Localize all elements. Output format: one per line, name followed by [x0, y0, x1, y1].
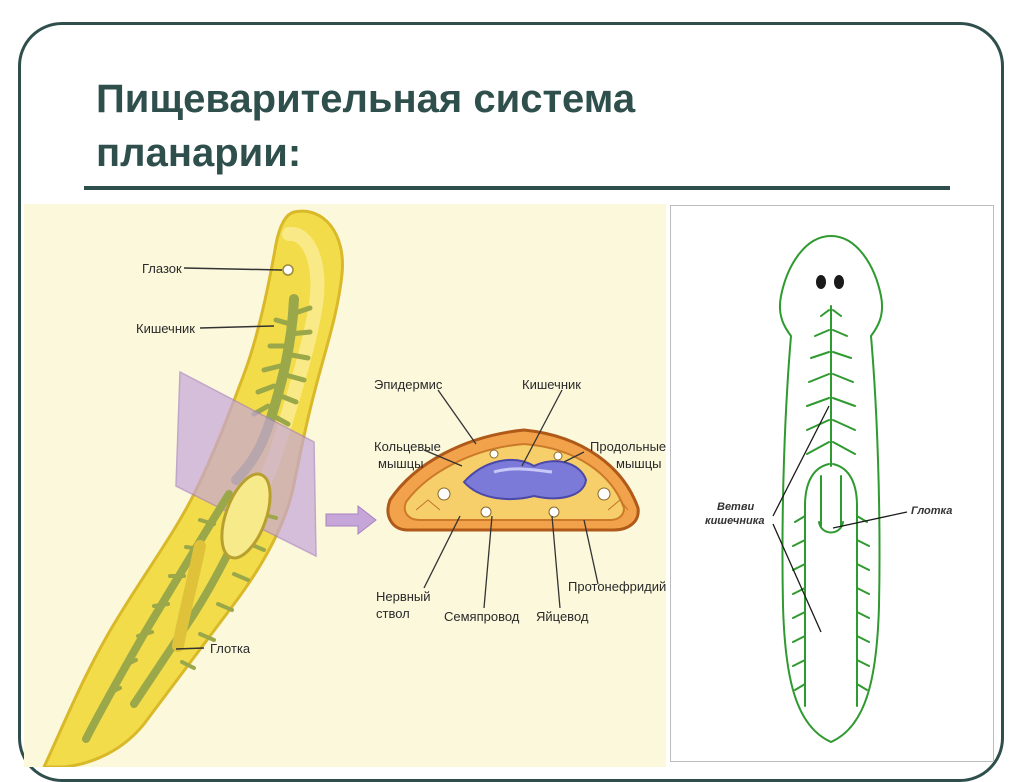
label-circular-muscles-1: Кольцевые — [374, 439, 441, 454]
label-intestine-section: Кишечник — [522, 377, 581, 392]
planarian-body-illustration — [42, 209, 640, 767]
outline-gut-branches — [792, 305, 870, 707]
section-gut — [462, 459, 588, 501]
outline-eye-right — [834, 275, 844, 289]
title-line-2: планарии: — [96, 131, 302, 175]
label-longitudinal-muscles-2: мышцы — [616, 456, 662, 471]
label-nerve-cord-1: Нервный — [376, 589, 431, 604]
planarian-gut-outline-diagram: Ветви кишечника Глотка — [670, 205, 994, 762]
pharynx-pocket — [220, 472, 272, 560]
planarian-body-diagram: Глазок Кишечник Глотка Эпидермис Кишечни… — [24, 204, 666, 767]
cross-section-illustration — [386, 428, 640, 532]
label-pharynx-body: Глотка — [210, 641, 251, 656]
label-vas-deferens: Семяпровод — [444, 609, 520, 624]
label-longitudinal-muscles-1: Продольные — [590, 439, 666, 454]
label-oviduct: Яйцевод — [536, 609, 589, 624]
label-gut-branches-1: Ветви — [717, 501, 755, 513]
cutting-plane — [175, 370, 317, 558]
label-eye: Глазок — [142, 261, 182, 276]
label-pharynx-outline: Глотка — [911, 505, 953, 517]
planarian-body — [42, 209, 344, 767]
title-line-1: Пищеварительная система — [96, 77, 636, 121]
label-intestine-body: Кишечник — [136, 321, 195, 336]
label-circular-muscles-2: мышцы — [378, 456, 424, 471]
outline-eye-left — [816, 275, 826, 289]
label-protonephridium: Протонефридий — [568, 579, 666, 594]
pharynx-tube — [172, 540, 206, 652]
planarian-outline-illustration — [772, 234, 908, 744]
arrow-to-section — [325, 504, 377, 536]
label-nerve-cord-2: ствол — [376, 606, 410, 621]
label-gut-branches-2: кишечника — [705, 515, 765, 527]
label-epidermis: Эпидермис — [374, 377, 443, 392]
eye-spot — [282, 264, 294, 276]
title-underline — [84, 186, 950, 190]
slide-title: Пищеварительная система планарии: — [96, 72, 916, 180]
